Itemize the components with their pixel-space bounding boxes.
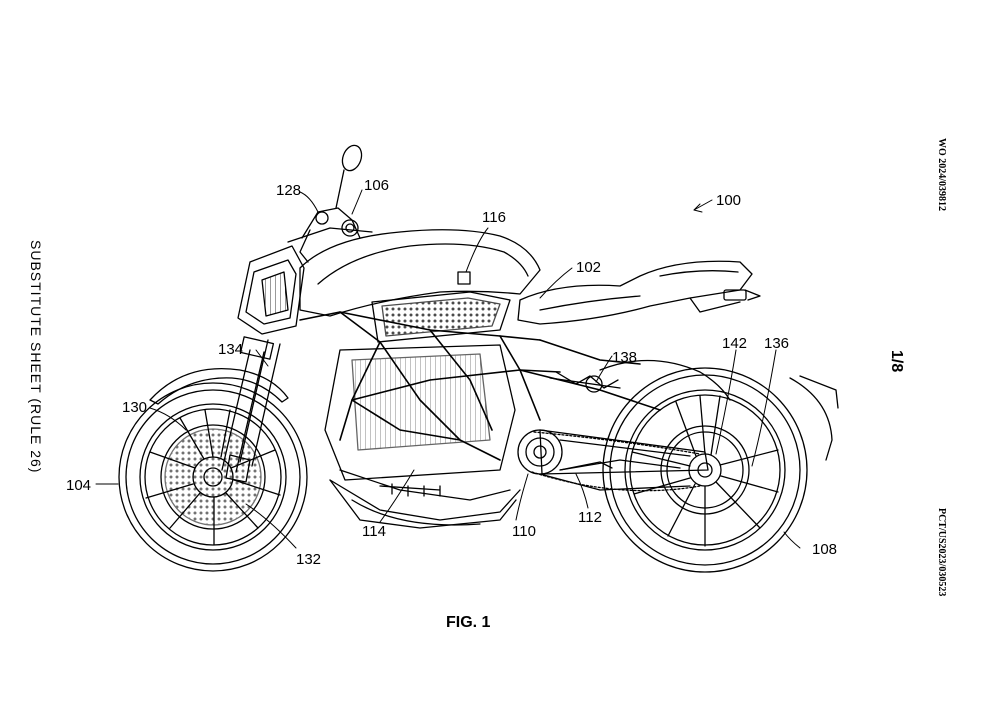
seat bbox=[517, 260, 753, 325]
ref-134: 134 bbox=[218, 341, 244, 358]
ref-106: 106 bbox=[364, 177, 390, 194]
tank bbox=[299, 229, 541, 343]
ref-102: 102 bbox=[576, 259, 602, 276]
application-number: PCT/US2023/030523 bbox=[936, 508, 947, 597]
rear-fender bbox=[599, 359, 833, 461]
ref-114: 114 bbox=[362, 523, 386, 540]
battery-pack bbox=[324, 344, 521, 526]
substitute-sheet-label: SUBSTITUTE SHEET (RULE 26) bbox=[28, 240, 44, 474]
belly-pan bbox=[329, 479, 517, 529]
ref-138: 138 bbox=[612, 349, 638, 366]
rear-shock bbox=[549, 371, 621, 393]
handlebar bbox=[287, 144, 373, 263]
ref-128: 128 bbox=[276, 182, 302, 199]
drive-belt bbox=[531, 431, 701, 492]
front-wheel bbox=[118, 382, 308, 572]
ref-132: 132 bbox=[296, 551, 322, 568]
ref-136: 136 bbox=[764, 335, 790, 352]
ref-116: 116 bbox=[482, 209, 506, 226]
kickstand bbox=[559, 461, 613, 471]
ref-100: 100 bbox=[716, 192, 742, 209]
figure-caption: FIG. 1 bbox=[446, 614, 491, 631]
rear-wheel bbox=[602, 367, 808, 573]
ref-108: 108 bbox=[812, 541, 838, 558]
ref-110: 110 bbox=[512, 523, 536, 540]
ref-130: 130 bbox=[122, 399, 148, 416]
sheet-number: 1/8 bbox=[888, 350, 905, 373]
ref-142: 142 bbox=[722, 335, 748, 352]
front-fender bbox=[149, 367, 289, 405]
publication-number: WO 2024/039812 bbox=[936, 138, 947, 212]
leader-lines bbox=[95, 189, 801, 549]
ref-112: 112 bbox=[578, 509, 602, 526]
ref-104: 104 bbox=[66, 477, 92, 494]
headlight bbox=[237, 245, 305, 335]
